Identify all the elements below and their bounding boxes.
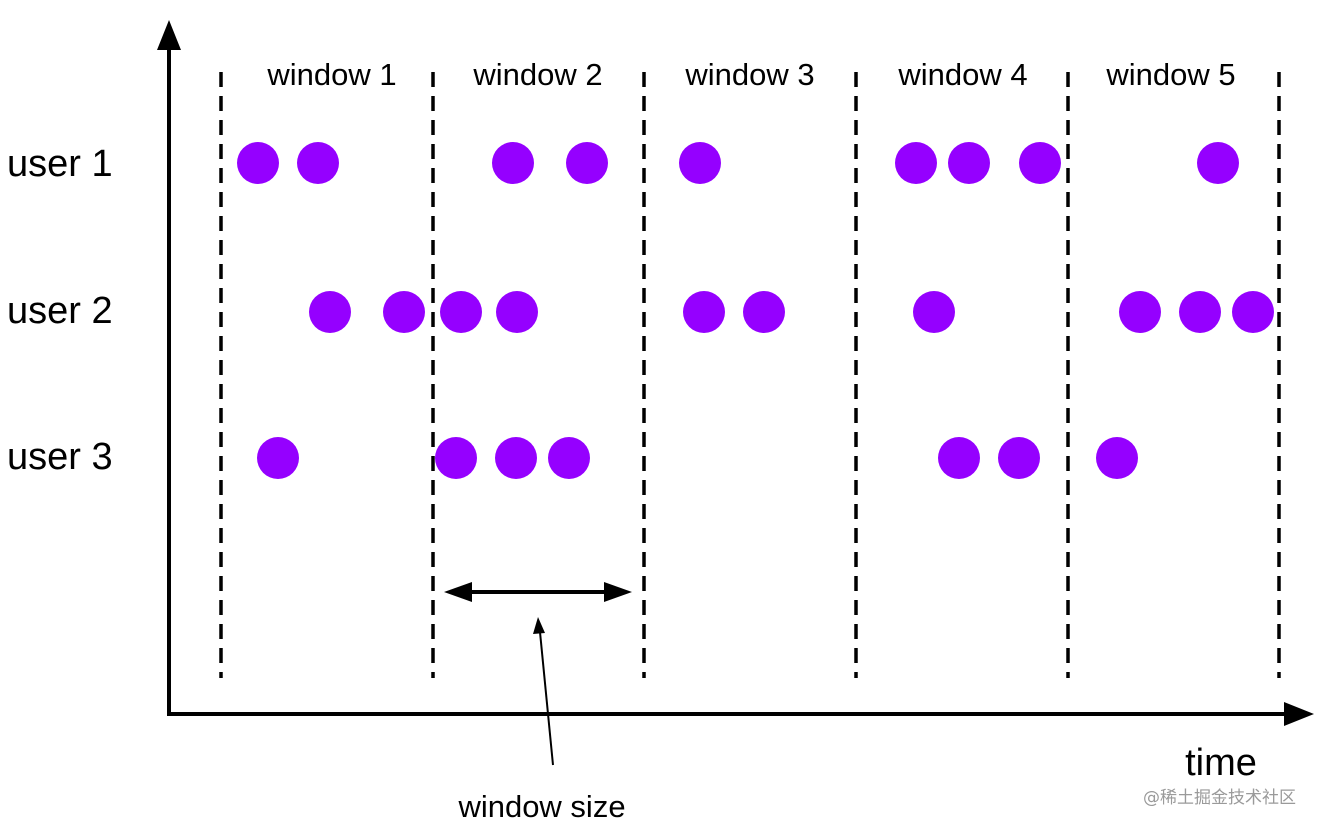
event-dot	[1019, 142, 1061, 184]
event-dot	[938, 437, 980, 479]
window-title: window 3	[684, 57, 814, 92]
event-dot	[496, 291, 538, 333]
user-label: user 2	[7, 290, 113, 332]
window-size-right-arrowhead	[604, 582, 632, 602]
user-label: user 3	[7, 436, 113, 478]
event-dot	[237, 142, 279, 184]
user-2-events	[309, 291, 1274, 333]
window-boundaries	[219, 72, 1281, 678]
callout-pointer-line	[539, 631, 554, 766]
event-dot	[913, 291, 955, 333]
time-axis-label: time	[1185, 742, 1257, 784]
event-dot	[1179, 291, 1221, 333]
event-dot	[679, 142, 721, 184]
window-titles: window 1 window 2 window 3 window 4 wind…	[266, 57, 1235, 92]
event-dot	[440, 291, 482, 333]
window-size-label: window size	[457, 789, 625, 824]
event-dot	[492, 142, 534, 184]
window-size-indicator: window size	[444, 582, 632, 824]
watermark: @稀土掘金技术社区	[1143, 788, 1296, 808]
window-title: window 2	[472, 57, 602, 92]
callout-pointer-arrowhead	[533, 617, 545, 634]
axes	[157, 20, 1314, 726]
event-dot	[998, 437, 1040, 479]
event-dot	[309, 291, 351, 333]
event-dot	[948, 142, 990, 184]
event-dot	[383, 291, 425, 333]
event-dot	[1119, 291, 1161, 333]
window-title: window 1	[266, 57, 396, 92]
event-dot	[495, 437, 537, 479]
event-dot	[743, 291, 785, 333]
user-label: user 1	[7, 143, 113, 185]
event-dot	[435, 437, 477, 479]
event-dot	[683, 291, 725, 333]
window-title: window 4	[897, 57, 1027, 92]
y-axis-arrowhead	[157, 20, 181, 50]
user-1-events	[237, 142, 1239, 184]
event-dot	[548, 437, 590, 479]
x-axis-arrowhead	[1284, 702, 1314, 726]
event-dot	[297, 142, 339, 184]
window-title: window 5	[1105, 57, 1235, 92]
user-labels: user 1 user 2 user 3	[7, 143, 113, 478]
user-3-events	[257, 437, 1138, 479]
event-dot	[1197, 142, 1239, 184]
event-dot	[895, 142, 937, 184]
window-size-left-arrowhead	[444, 582, 472, 602]
event-dot	[566, 142, 608, 184]
event-dot	[257, 437, 299, 479]
event-dot	[1232, 291, 1274, 333]
event-dot	[1096, 437, 1138, 479]
